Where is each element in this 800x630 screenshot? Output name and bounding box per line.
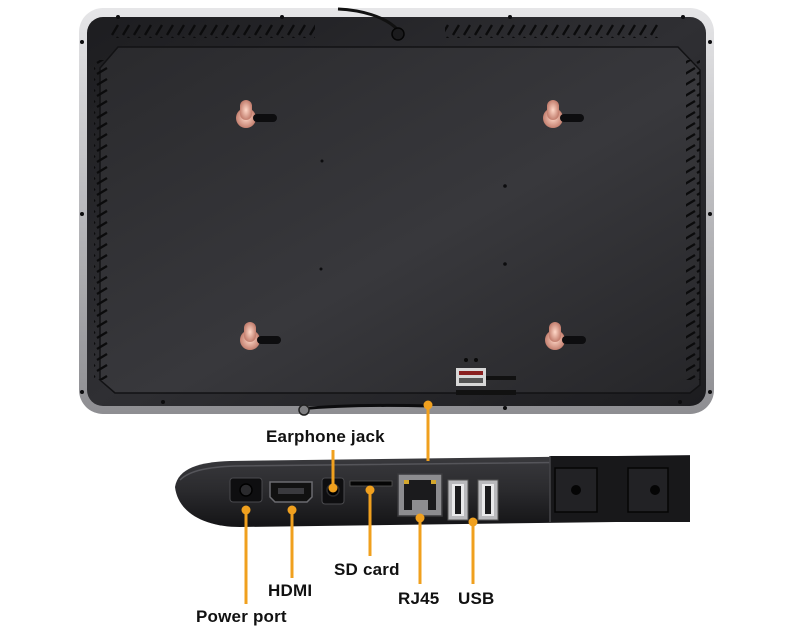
tablet-back (79, 7, 714, 416)
callout-rj45 (415, 513, 425, 584)
sd-card-slot (349, 480, 393, 487)
hdmi-port (269, 481, 313, 503)
rj45-port (397, 473, 443, 517)
top-cable-knob (391, 27, 405, 41)
label-usb: USB (458, 589, 495, 608)
inner-plate (99, 46, 701, 394)
callout-hdmi (287, 505, 297, 578)
top-vent-left (110, 24, 315, 38)
side-edge-closeup (175, 455, 691, 527)
label-hdmi: HDMI (268, 581, 313, 600)
bottom-cable (299, 403, 431, 411)
label-sd-card: SD card (334, 560, 400, 579)
edge-screw-boss-2 (627, 467, 669, 513)
callout-earphone (328, 450, 338, 493)
label-sticker (456, 358, 516, 395)
left-vent (94, 60, 108, 380)
callout-zoom (423, 400, 433, 461)
mount-hole-top-right (543, 100, 584, 128)
callout-power (241, 505, 251, 604)
mount-hole-bottom-left (240, 322, 281, 350)
label-earphone-jack: Earphone jack (266, 427, 385, 446)
mount-hole-top-left (236, 100, 277, 128)
mount-hole-bottom-right (545, 322, 586, 350)
callout-usb (468, 517, 478, 584)
edge-screw-boss-1 (554, 467, 598, 513)
screws (80, 15, 712, 410)
top-cable (337, 7, 400, 32)
label-rj45: RJ45 (398, 589, 440, 608)
top-vent-right (445, 24, 660, 38)
label-power-port: Power port (196, 607, 287, 626)
callouts (241, 400, 478, 604)
usb-port-right (477, 479, 499, 521)
power-port (229, 477, 263, 503)
callout-sd (365, 485, 375, 556)
usb-port-left (447, 479, 469, 521)
right-vent (686, 60, 700, 380)
bottom-cable-knob (298, 404, 310, 416)
